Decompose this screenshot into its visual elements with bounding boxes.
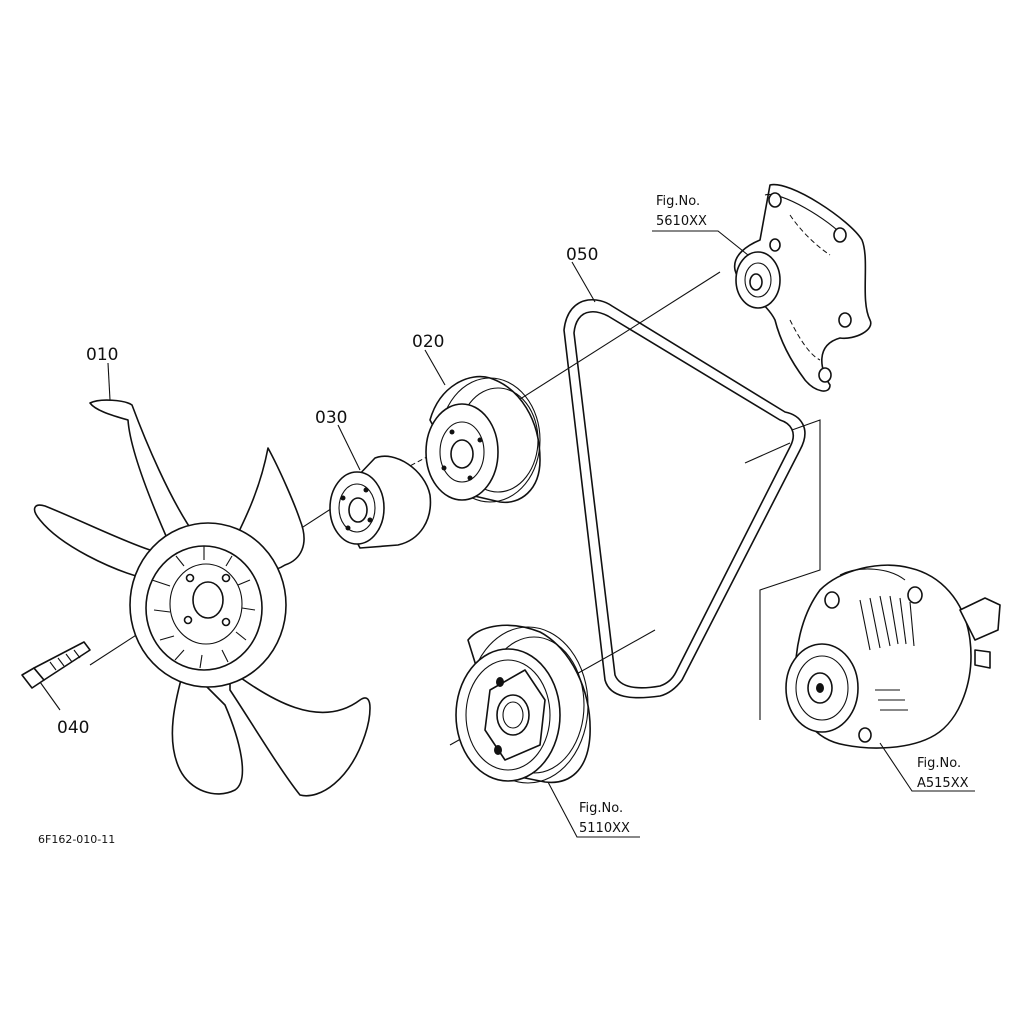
leader-lines xyxy=(39,230,975,838)
label-part-050: 050 xyxy=(566,245,598,265)
alternator xyxy=(785,564,1001,749)
ref-crank-pulley-number: 5110XX xyxy=(579,821,630,836)
label-part-020: 020 xyxy=(412,332,444,352)
bolt-040 xyxy=(21,641,91,689)
ref-water-pump-label: Fig.No. xyxy=(656,194,700,209)
fan-blade-upper xyxy=(89,399,196,546)
ref-alternator-number: A515XX xyxy=(917,776,969,791)
water-pump xyxy=(733,183,872,392)
fan-blade-left xyxy=(33,504,151,581)
fan-center-hole xyxy=(192,581,224,619)
drawing-code: 6F162-010-11 xyxy=(38,833,115,846)
fan-hub-ribs xyxy=(151,546,256,669)
crankshaft-pulley xyxy=(455,624,591,784)
spacer-030 xyxy=(329,455,432,549)
belt-bracket xyxy=(759,419,821,720)
ref-water-pump-number: 5610XX xyxy=(656,214,707,229)
ref-alternator-label: Fig.No. xyxy=(917,756,961,771)
alternator-fins xyxy=(859,595,915,711)
part-labels: 010 020 030 040 050 xyxy=(57,245,598,738)
fan-blade-lower-right xyxy=(229,669,371,797)
label-part-010: 010 xyxy=(86,345,118,365)
pulley-020 xyxy=(425,375,541,504)
figure-references: Fig.No. 5610XX Fig.No. 5110XX Fig.No. A5… xyxy=(579,194,969,836)
v-belt-050 xyxy=(563,298,806,699)
fan-010 xyxy=(33,399,371,797)
label-part-030: 030 xyxy=(315,408,347,428)
fan-blade-lower-left xyxy=(171,664,244,795)
ref-crank-pulley-label: Fig.No. xyxy=(579,801,623,816)
label-part-040: 040 xyxy=(57,718,89,738)
